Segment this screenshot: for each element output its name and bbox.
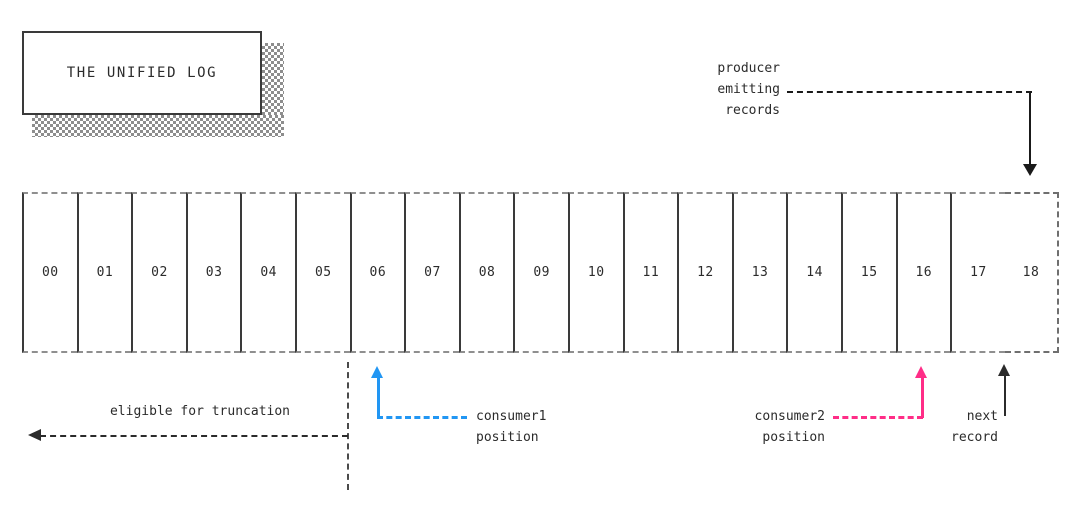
log-cell[interactable]: 17 [950, 192, 1005, 353]
log-cell[interactable]: 11 [622, 192, 678, 353]
truncation-arrowhead-icon [28, 429, 41, 441]
next-record-connector-vertical [1004, 376, 1006, 416]
producer-connector-horizontal [787, 91, 1032, 93]
truncation-label: eligible for truncation [109, 404, 290, 419]
log-cell[interactable]: 15 [840, 192, 896, 353]
truncation-boundary-line [347, 362, 349, 490]
log-cell[interactable]: 09 [513, 192, 568, 353]
log-cell[interactable]: 18 [1004, 192, 1060, 353]
log-cell[interactable]: 03 [185, 192, 241, 353]
log-cell[interactable]: 14 [786, 192, 841, 353]
producer-label: producer emitting records [717, 61, 780, 118]
log-cell[interactable]: 06 [349, 192, 405, 353]
consumer1-connector-vertical [377, 378, 380, 418]
log-cell-label: 17 [970, 265, 987, 280]
log-cell[interactable]: 12 [677, 192, 732, 353]
log-cell-label: 16 [915, 265, 933, 280]
log-cell-label: 18 [1022, 265, 1040, 280]
consumer1-arrowhead-icon [371, 366, 383, 378]
log-cell-label: 00 [41, 265, 59, 280]
log-cell[interactable]: 05 [294, 192, 350, 353]
log-cell-label: 15 [860, 265, 878, 280]
log-cell[interactable]: 07 [404, 192, 459, 353]
log-cell[interactable]: 04 [240, 192, 295, 353]
consumer1-connector-horizontal [377, 416, 467, 419]
consumer2-connector-vertical [921, 378, 924, 418]
log-cell-label: 02 [151, 265, 168, 280]
title-box: THE UNIFIED LOG [22, 31, 262, 115]
title-box-shadow-bottom [32, 115, 284, 137]
log-cell[interactable]: 16 [895, 192, 951, 353]
log-cell[interactable]: 01 [76, 192, 132, 353]
consumer2-label: consumer2 position [754, 409, 825, 445]
log-cell-label: 03 [205, 265, 223, 280]
log-cell-label: 11 [642, 265, 660, 280]
log-cell[interactable]: 08 [458, 192, 514, 353]
log-cell-label: 01 [96, 265, 114, 280]
log-cell[interactable]: 02 [131, 192, 186, 353]
log-cell-label: 09 [533, 265, 550, 280]
log-grid: 00 01 02 03 04 05 06 07 08 09 10 11 12 13 14 15 16 17 18 [22, 192, 1060, 353]
page-title: THE UNIFIED LOG [66, 65, 218, 81]
log-cell-label: 07 [424, 265, 441, 280]
next-record-label: next record [951, 409, 998, 445]
log-cell-label: 05 [314, 265, 332, 280]
truncation-arrow-line [40, 435, 348, 437]
log-cell[interactable]: 00 [22, 192, 77, 353]
log-cell[interactable]: 10 [567, 192, 623, 353]
title-box-shadow-right [262, 43, 284, 127]
log-cell-label: 10 [587, 265, 605, 280]
log-cell[interactable]: 13 [731, 192, 787, 353]
consumer2-arrowhead-icon [915, 366, 927, 378]
log-cell-label: 06 [369, 265, 387, 280]
consumer2-connector-horizontal [833, 416, 923, 419]
log-cell-label: 08 [478, 265, 496, 280]
consumer1-label: consumer1 position [476, 409, 547, 445]
log-cell-label: 12 [697, 265, 714, 280]
next-record-arrowhead-icon [998, 364, 1010, 376]
log-cell-label: 04 [260, 265, 277, 280]
producer-arrowhead-icon [1023, 164, 1037, 176]
log-cell-label: 13 [751, 265, 769, 280]
log-cell-label: 14 [806, 265, 823, 280]
producer-connector-vertical [1029, 91, 1031, 166]
